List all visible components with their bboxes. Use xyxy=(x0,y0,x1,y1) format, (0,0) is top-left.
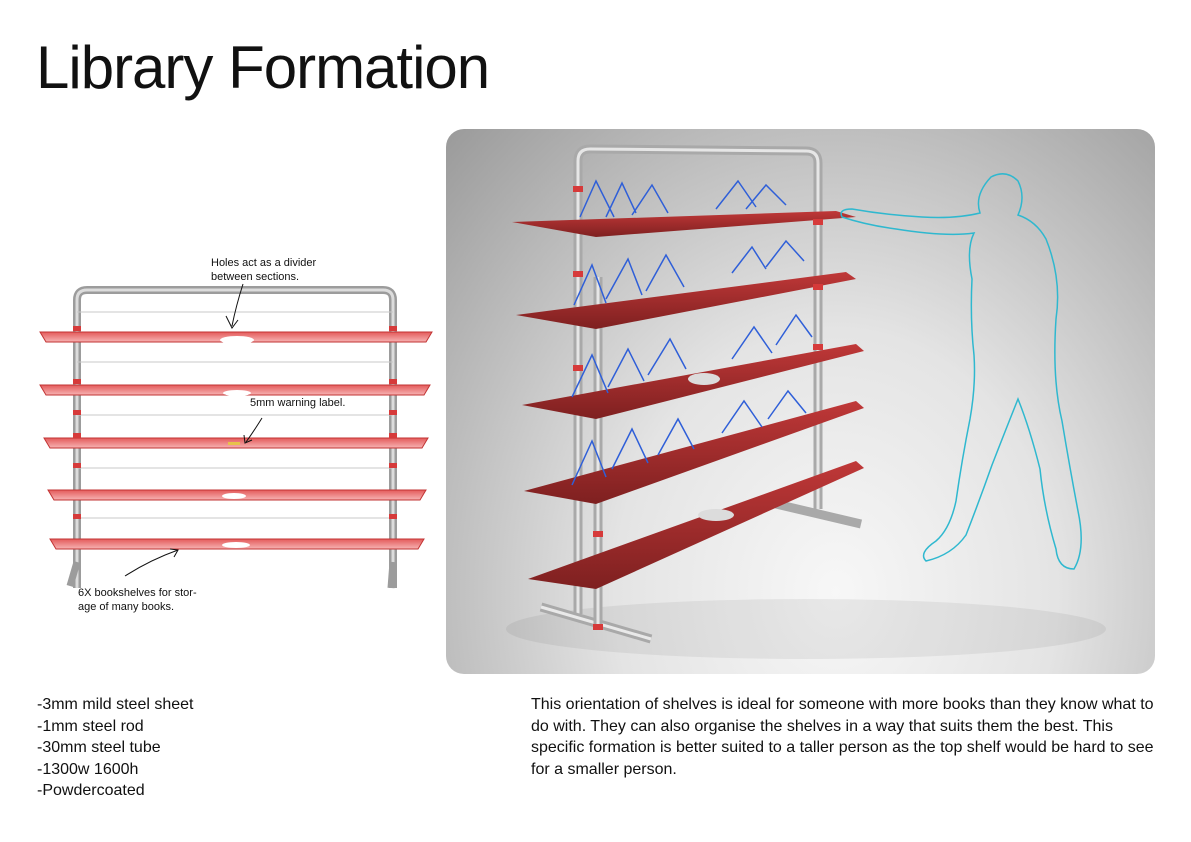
spec-item: -30mm steel tube xyxy=(37,739,161,756)
annotation-holes-line: Holes act as a divider xyxy=(211,257,317,269)
render-shelves xyxy=(512,211,864,589)
annotation-warning-label-line: 5mm warning label. xyxy=(250,397,346,409)
annotation-bookshelves: 6X bookshelves for stor- age of many boo… xyxy=(78,586,197,614)
annotation-holes-line: between sections. xyxy=(211,271,300,283)
spec-item: -1300w 1600h xyxy=(37,760,139,778)
spec-item: -1mm steel rod xyxy=(37,717,144,735)
shelf-sketch: Holes act as a divider between sections.… xyxy=(30,250,440,620)
shelf-render-drawing xyxy=(506,144,1106,659)
specifications-list: -3mm mild steel sheet -1mm steel rod -30… xyxy=(37,694,194,802)
shelf-render xyxy=(446,129,1155,674)
shelf-sketch-drawing xyxy=(39,283,433,589)
render-book-outlines xyxy=(571,179,813,486)
page-title: Library Formation xyxy=(36,34,490,101)
spec-item: -Powdercoated xyxy=(37,782,145,799)
annotation-holes: Holes act as a divider between sections. xyxy=(211,256,316,284)
figure-outline xyxy=(840,173,1082,570)
description-text: This orientation of shelves is ideal for… xyxy=(531,696,1154,778)
annotation-bookshelves-line: 6X bookshelves for stor- xyxy=(78,587,197,599)
annotation-warning-label: 5mm warning label. xyxy=(250,396,345,410)
annotation-bookshelves-line: age of many books. xyxy=(78,601,175,613)
spec-item: -3mm mild steel sheet xyxy=(37,696,194,713)
sketch-shelves xyxy=(39,331,433,550)
